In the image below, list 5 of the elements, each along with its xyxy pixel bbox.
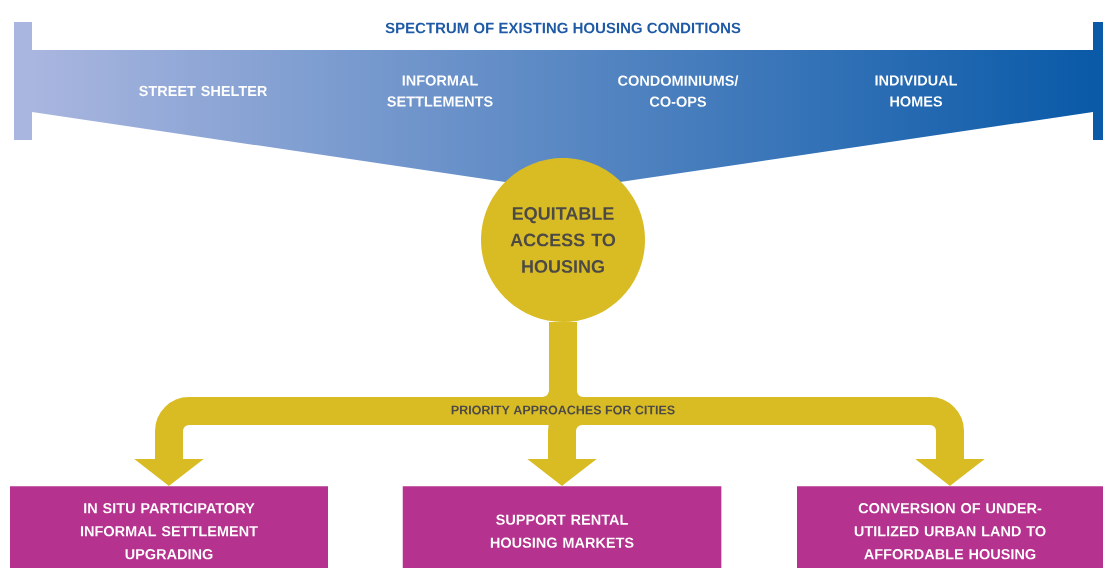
heading: SPECTRUM OF EXISTING HOUSING CONDITIONS (385, 22, 741, 34)
approach-box: IN SITU PARTICIPATORY INFORMAL SETTLEMENT UPGRADING (10, 486, 328, 568)
approach-box: SUPPORT RENTAL HOUSING MARKETS (402, 486, 722, 568)
approach-box: CONVERSION OF UNDER-UTILIZED URBAN LAND TO AFFORDABLE HOUSING (797, 486, 1103, 568)
arrow (549, 322, 985, 486)
